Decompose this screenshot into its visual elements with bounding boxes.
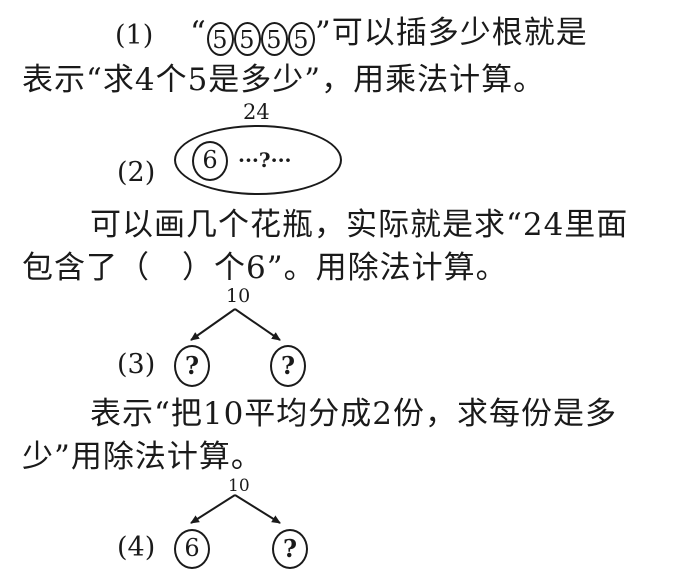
item4-label: (4) <box>117 532 156 563</box>
item2-line2: 包含了（ ）个6”。用除法计算。 <box>22 250 508 286</box>
item1-line2: 表示“求4个5是多少”，用乘法计算。 <box>22 62 546 98</box>
item4-left-circle: 6 <box>174 529 210 569</box>
item2-dots: ···?··· <box>238 148 292 172</box>
item4-right-circle: ? <box>272 529 308 569</box>
item2-line1: 可以画几个花瓶，实际就是求“24里面 <box>90 207 629 243</box>
item1-label: (1) <box>115 20 154 51</box>
item1-circle-1: 5 <box>206 22 234 56</box>
item4-top-number: 10 <box>228 476 250 496</box>
item2-top-number: 24 <box>243 100 270 124</box>
item2-label: (2) <box>117 157 156 188</box>
item3-left-circle: ? <box>174 345 210 387</box>
item1-circle-2: 5 <box>233 22 261 56</box>
item3-line1: 表示“把10平均分成2份，求每份是多 <box>90 396 618 432</box>
item3-line2: 少”用除法计算。 <box>22 439 263 475</box>
item3-label: (3) <box>117 349 156 380</box>
item2-oval <box>174 125 342 195</box>
item3-top-number: 10 <box>226 285 251 307</box>
item1-circle-3: 5 <box>260 22 288 56</box>
item1-quote-open: “ <box>190 15 207 51</box>
item1-circle-4: 5 <box>287 22 315 56</box>
item3-right-circle: ? <box>270 345 306 387</box>
item2-circle: 6 <box>192 141 228 181</box>
item1-line1-rest: ”可以插多少根就是 <box>314 15 588 51</box>
